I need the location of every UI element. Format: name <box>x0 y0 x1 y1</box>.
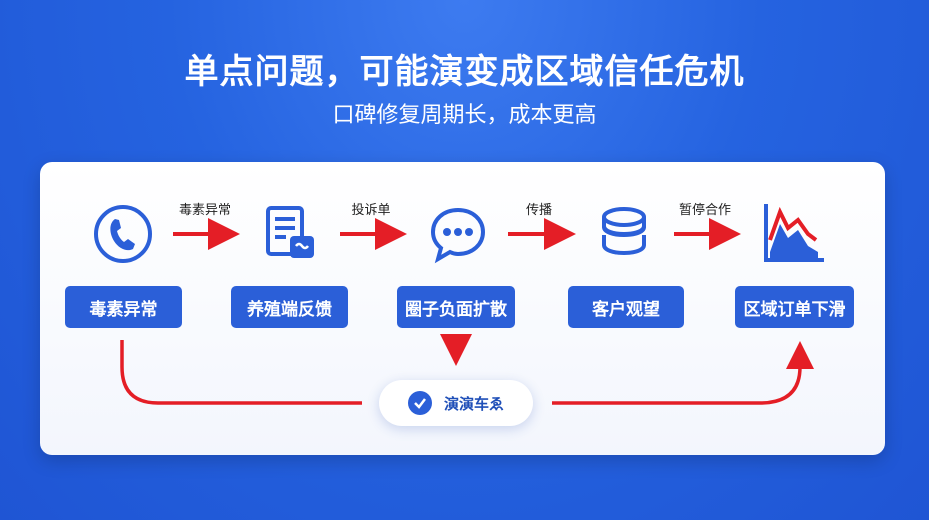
declining-chart-icon <box>764 204 824 262</box>
bottom-pill-label: 演演车ゑ <box>443 394 504 413</box>
node-order-decline: 区域订单下滑 <box>735 286 854 328</box>
check-circle-icon <box>407 391 432 415</box>
feedback-document-icon <box>266 206 314 258</box>
page-subtitle: 口碑修复周期长，成本更高 <box>332 103 597 128</box>
chat-bubble-icon <box>430 207 486 264</box>
coin-stack-icon <box>602 207 646 256</box>
node-toxin-anomaly: 毒素异常 <box>65 286 182 328</box>
node-customer-wait: 客户观望 <box>568 286 684 328</box>
arrow-label-1: 毒素异常 <box>178 203 231 218</box>
node-farm-feedback: 养殖端反馈 <box>231 286 348 328</box>
node-negative-spread: 圈子负面扩散 <box>397 286 515 328</box>
arrow-label-3: 传播 <box>525 203 552 218</box>
page-title: 单点问题，可能演变成区域信任危机 <box>184 52 745 92</box>
arrow-label-2: 投诉单 <box>351 203 391 218</box>
flow-card: 毒素异常 投诉单 传播 暂停合作 毒素异常 养殖端反馈 圈子负面扩散 客户观望 … <box>40 162 885 455</box>
loop-right-line <box>552 341 814 405</box>
loop-left-line <box>120 340 362 405</box>
flow-arrows <box>120 218 814 405</box>
arrow-label-4: 暂停合作 <box>678 203 731 218</box>
bottom-pill: 演演车ゑ <box>379 380 533 426</box>
phone-hand-icon <box>94 205 152 263</box>
